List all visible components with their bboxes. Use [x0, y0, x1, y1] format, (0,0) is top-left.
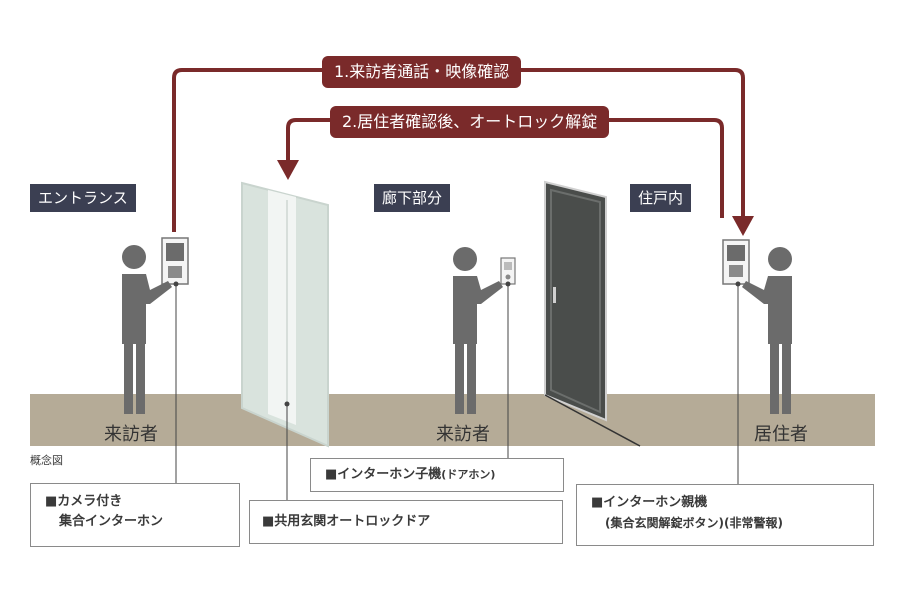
- door-swing-line: [544, 394, 641, 447]
- callout-auto-lock-door-text: ■共用玄関オートロックドア: [262, 514, 431, 529]
- zone-label-corridor: 廊下部分: [374, 184, 451, 212]
- concept-diagram-note: 概念図: [30, 454, 63, 467]
- callout-auto-lock-door: ■共用玄関オートロックドア: [249, 500, 563, 544]
- leader-dot: [173, 281, 179, 287]
- leader-dot: [284, 401, 290, 407]
- callout-door-phone: ■インターホン子機(ドアホン): [310, 458, 564, 492]
- leader-dot: [735, 281, 741, 287]
- person-label-visitor-corridor: 来訪者: [436, 424, 490, 445]
- master-intercom-device: [722, 239, 750, 285]
- arrowhead-down-icon: [277, 160, 299, 180]
- flow-label-step2: 2.居住者確認後、オートロック解錠: [330, 106, 610, 138]
- camera-intercom-device: [161, 237, 189, 285]
- residence-door: [544, 180, 607, 422]
- floor-band: [30, 394, 875, 446]
- flow-label-step1: 1.来訪者通話・映像確認: [322, 56, 522, 88]
- callout-door-phone-sub: (ドアホン): [441, 468, 496, 481]
- callout-master-intercom-main: ■インターホン親機: [591, 495, 708, 510]
- door-phone-device: [500, 257, 516, 285]
- arrowhead-down-icon: [732, 216, 754, 236]
- callout-master-intercom-sub: (集合玄関解錠ボタン)(非常警報): [605, 516, 783, 530]
- person-label-visitor-entrance: 来訪者: [104, 424, 158, 445]
- leader-dot: [505, 281, 511, 287]
- visitor-figure-icon: [453, 247, 503, 414]
- callout-door-phone-main: ■インターホン子機: [325, 467, 442, 482]
- auto-lock-door-gap: [268, 190, 296, 425]
- door-handle: [553, 287, 556, 303]
- zone-label-residence: 住戸内: [630, 184, 692, 212]
- zone-label-entrance: エントランス: [30, 184, 136, 212]
- callout-camera-intercom-line1: ■カメラ付き: [45, 494, 123, 509]
- callout-master-intercom: ■インターホン親機 (集合玄関解錠ボタン)(非常警報): [576, 484, 874, 546]
- callout-camera-intercom: ■カメラ付き 集合インターホン: [30, 483, 240, 547]
- callout-camera-intercom-line2: 集合インターホン: [59, 514, 164, 529]
- resident-figure-icon: [742, 247, 792, 414]
- person-label-resident: 居住者: [754, 424, 808, 445]
- visitor-figure-icon: [122, 245, 172, 414]
- residence-door-panel: [550, 188, 601, 414]
